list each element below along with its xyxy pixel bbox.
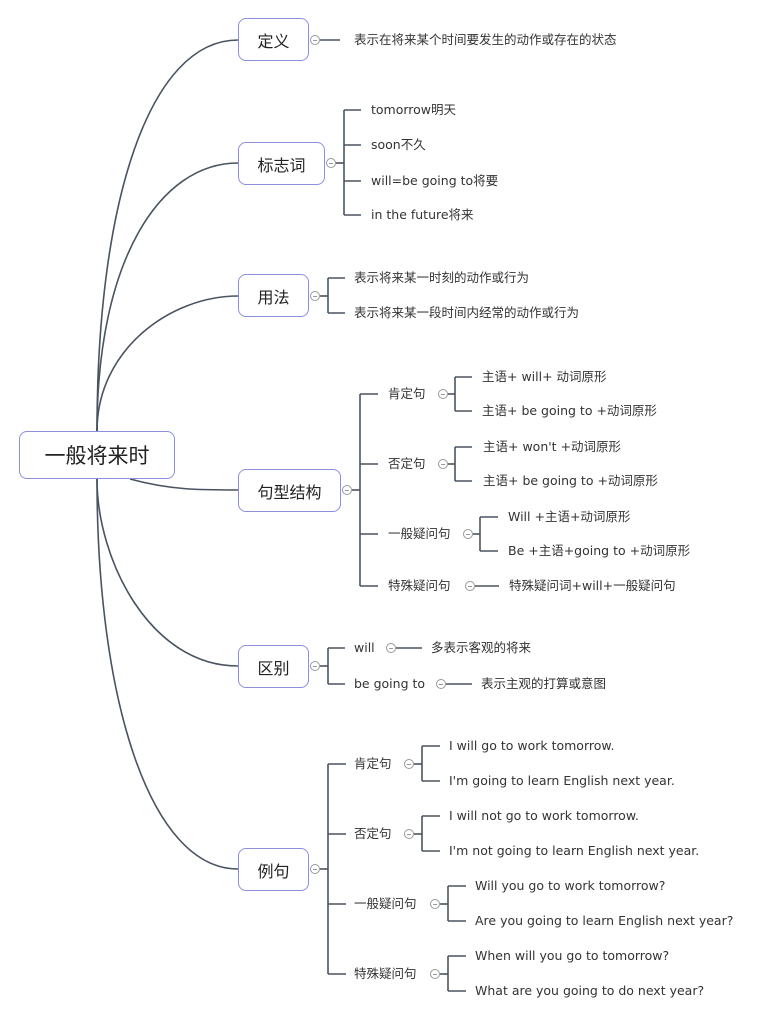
curve-root-difference [96, 478, 239, 667]
difference-term: be going to [354, 676, 426, 691]
difference-meaning: 表示主观的打算或意图 [481, 676, 607, 691]
collapse-toggle-sentence-structure[interactable] [342, 485, 352, 495]
collapse-toggle-diff-be-going-to[interactable] [436, 679, 446, 689]
example-sentence: I will not go to work tomorrow. [449, 808, 639, 823]
topic-label: 句型结构 [257, 482, 322, 502]
curve-root-usage [96, 295, 239, 432]
structure-formula: 主语+ be going to +动词原形 [483, 473, 658, 488]
example-sentence: I'm going to learn English next year. [449, 773, 675, 788]
collapse-toggle-structure-special-question[interactable] [465, 581, 475, 591]
curve-root-definition [96, 39, 239, 432]
example-sentence: I will go to work tomorrow. [449, 738, 615, 753]
signal-word-item: soon不久 [371, 137, 426, 152]
example-sentence: When will you go to tomorrow? [475, 948, 670, 963]
example-sentence: What are you going to do next year? [475, 983, 705, 998]
topic-signal-words[interactable]: 标志词 [238, 142, 325, 185]
topic-usage[interactable]: 用法 [238, 274, 309, 317]
example-type: 特殊疑问句 [354, 966, 417, 981]
root-label: 一般将来时 [44, 444, 150, 468]
collapse-toggle-examples-general-question[interactable] [430, 899, 440, 909]
structure-type: 一般疑问句 [388, 526, 451, 541]
collapse-toggle-examples-affirmative[interactable] [404, 759, 414, 769]
structure-formula: 主语+ will+ 动词原形 [482, 369, 607, 384]
curve-root-examples [96, 478, 239, 870]
collapse-toggle-definition[interactable] [310, 35, 320, 45]
collapse-toggle-examples-negative[interactable] [404, 829, 414, 839]
topic-definition[interactable]: 定义 [238, 18, 309, 61]
structure-type: 否定句 [388, 456, 426, 471]
collapse-toggle-structure-affirmative[interactable] [438, 389, 448, 399]
collapse-toggle-structure-general-question[interactable] [463, 529, 473, 539]
topic-difference[interactable]: 区别 [238, 645, 309, 688]
definition-text: 表示在将来某个时间要发生的动作或存在的状态 [354, 32, 617, 47]
usage-item: 表示将来某一段时间内经常的动作或行为 [354, 305, 580, 320]
topic-sentence-structure[interactable]: 句型结构 [238, 469, 341, 512]
collapse-toggle-signal-words[interactable] [326, 158, 336, 168]
example-type: 肯定句 [354, 756, 392, 771]
topic-examples[interactable]: 例句 [238, 848, 309, 891]
structure-type: 肯定句 [388, 386, 426, 401]
difference-term: will [354, 640, 375, 655]
structure-type: 特殊疑问句 [388, 578, 451, 593]
curve-root-sentence-structure [129, 478, 239, 491]
structure-formula: 特殊疑问词+will+一般疑问句 [509, 578, 676, 593]
example-sentence: I'm not going to learn English next year… [449, 843, 700, 858]
example-sentence: Are you going to learn English next year… [475, 913, 734, 928]
topic-label: 用法 [257, 287, 290, 307]
structure-formula: 主语+ be going to +动词原形 [482, 403, 657, 418]
topic-label: 定义 [257, 31, 290, 51]
collapse-toggle-structure-negative[interactable] [438, 459, 448, 469]
usage-item: 表示将来某一时刻的动作或行为 [354, 270, 530, 285]
structure-formula: Will +主语+动词原形 [508, 509, 631, 524]
root-node[interactable]: 一般将来时 [19, 431, 175, 479]
topic-label: 区别 [257, 658, 290, 678]
difference-meaning: 多表示客观的将来 [431, 640, 532, 655]
topic-label: 标志词 [257, 155, 306, 175]
topic-label: 例句 [257, 861, 290, 881]
example-sentence: Will you go to work tomorrow? [475, 878, 666, 893]
collapse-toggle-examples-special-question[interactable] [430, 969, 440, 979]
curve-root-signal-words [96, 162, 239, 432]
collapse-toggle-examples[interactable] [310, 864, 320, 874]
structure-formula: 主语+ won't +动词原形 [483, 439, 622, 454]
collapse-toggle-diff-will[interactable] [386, 643, 396, 653]
example-type: 一般疑问句 [354, 896, 417, 911]
collapse-toggle-difference[interactable] [310, 661, 320, 671]
signal-word-item: will=be going to将要 [371, 173, 499, 188]
collapse-toggle-usage[interactable] [310, 291, 320, 301]
signal-word-item: tomorrow明天 [371, 102, 457, 117]
example-type: 否定句 [354, 826, 392, 841]
signal-word-item: in the future将来 [371, 207, 474, 222]
structure-formula: Be +主语+going to +动词原形 [508, 543, 691, 558]
